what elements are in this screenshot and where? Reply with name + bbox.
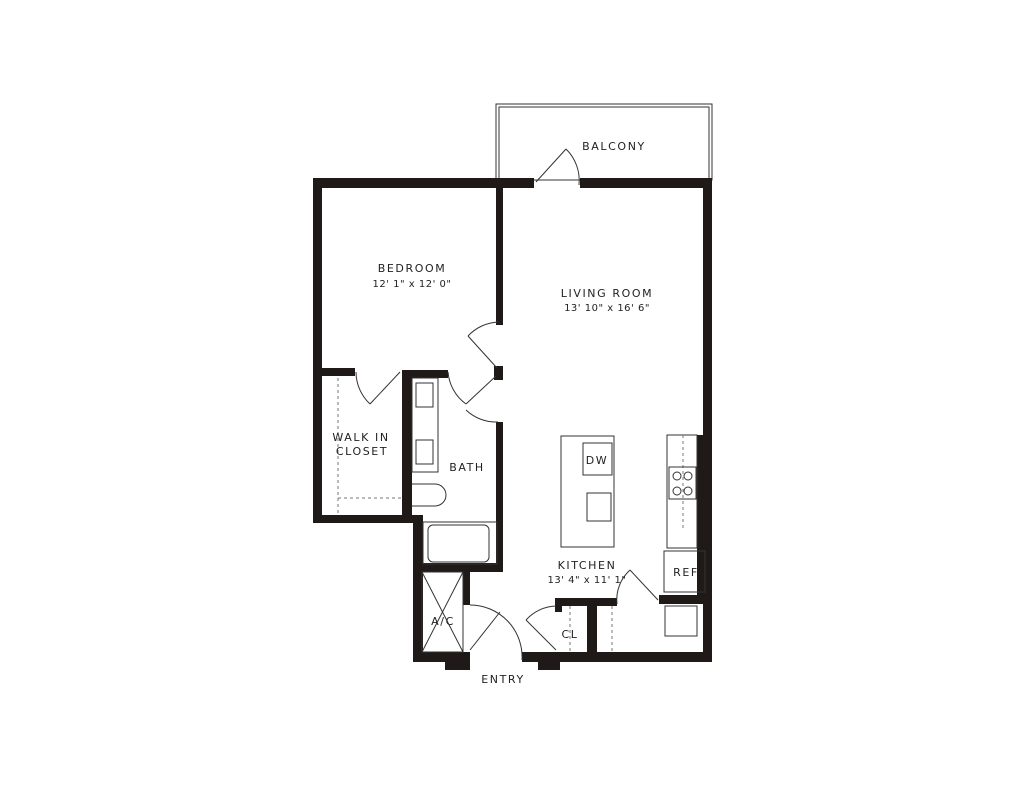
kitchen-size: 13' 4" x 11' 1" bbox=[547, 575, 626, 586]
closet-door[interactable] bbox=[355, 371, 401, 405]
kitchen-island bbox=[560, 435, 615, 548]
balcony-label: BALCONY bbox=[582, 140, 646, 153]
washer-dryer bbox=[664, 605, 698, 637]
walk-in-closet-label-1: WALK IN bbox=[332, 431, 389, 444]
ac-label: A/C bbox=[431, 615, 455, 628]
bath-door[interactable] bbox=[447, 371, 499, 423]
vanity bbox=[411, 377, 439, 473]
walls bbox=[313, 178, 712, 670]
refrigerator bbox=[663, 550, 706, 593]
bedroom-door[interactable] bbox=[467, 321, 500, 369]
living-room-size: 13' 10" x 16' 6" bbox=[564, 303, 650, 314]
bathtub-basin bbox=[427, 524, 490, 563]
walk-in-closet-label-2: CLOSET bbox=[336, 445, 388, 458]
dishwasher bbox=[582, 442, 613, 476]
living-room-label: LIVING ROOM bbox=[561, 287, 653, 300]
balcony-door[interactable] bbox=[535, 148, 580, 186]
kitchen-counter bbox=[666, 434, 698, 549]
closet-label: CL bbox=[561, 628, 578, 641]
bedroom-label: BEDROOM bbox=[378, 262, 447, 275]
bathtub bbox=[422, 521, 498, 565]
kitchen-label: KITCHEN bbox=[558, 559, 617, 572]
bath-label: BATH bbox=[449, 461, 485, 474]
kitchen-closet-door[interactable] bbox=[616, 569, 659, 605]
toilet-icon bbox=[412, 483, 447, 507]
entry-door[interactable] bbox=[469, 604, 523, 661]
dishwasher-label: DW bbox=[586, 454, 609, 467]
bedroom-size: 12' 1" x 12' 0" bbox=[372, 279, 451, 290]
cl-door[interactable] bbox=[525, 605, 557, 651]
stove-icon bbox=[668, 466, 697, 500]
entry-label: ENTRY bbox=[481, 673, 525, 686]
refrigerator-label: REF bbox=[673, 566, 699, 579]
sink-icon bbox=[415, 382, 434, 408]
ac-unit bbox=[421, 571, 464, 653]
sink-icon bbox=[415, 439, 434, 465]
kitchen-sink-icon bbox=[586, 492, 612, 522]
